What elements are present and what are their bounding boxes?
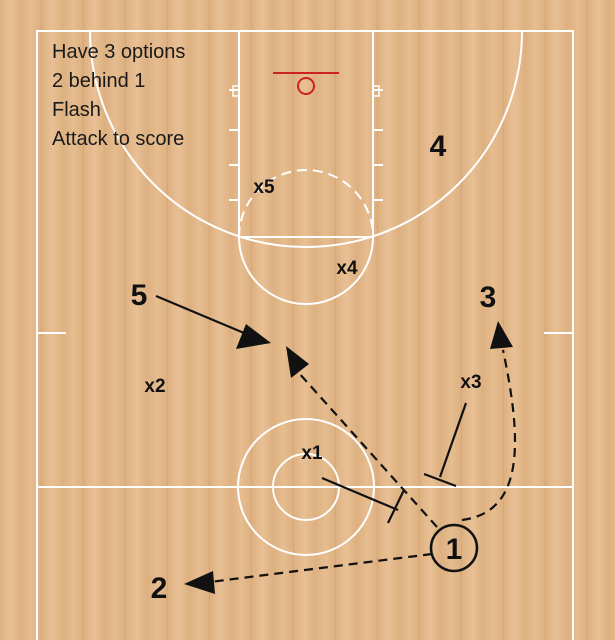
free-throw-circle-bottom — [238, 169, 374, 238]
flash-path-3 — [461, 349, 517, 522]
free-throw-circle-top — [238, 236, 374, 305]
basket-rim-icon — [273, 72, 339, 95]
dribble-path-1 — [297, 371, 438, 528]
rim — [297, 77, 315, 95]
coaching-notes: Have 3 options 2 behind 1 Flash Attack t… — [52, 41, 185, 150]
offense-player-5: 5 — [131, 279, 148, 312]
screen-bar-icon — [321, 476, 405, 524]
paint-lane — [238, 30, 374, 238]
pass-path-to-2 — [209, 552, 433, 584]
offense-player-2: 2 — [151, 572, 168, 605]
arrow-head-icon — [236, 324, 271, 349]
arrow-head-icon — [286, 346, 309, 378]
note-line-1: Have 3 options — [52, 41, 185, 63]
three-point-line — [89, 30, 523, 248]
defender-x3: x3 — [460, 372, 481, 393]
defender-x4: x4 — [336, 258, 358, 279]
arrow-head-icon — [184, 571, 215, 594]
offense-player-3: 3 — [480, 281, 497, 314]
defender-x2: x2 — [144, 376, 165, 397]
note-line-4: Attack to score — [52, 128, 184, 150]
court-lines — [36, 30, 574, 640]
offense-player-4: 4 — [430, 130, 447, 163]
center-circle-outer — [237, 418, 375, 556]
offense-player-1: 1 — [446, 533, 463, 566]
note-line-3: Flash — [52, 99, 101, 121]
screen-bar-icon — [423, 402, 468, 488]
note-line-2: 2 behind 1 — [52, 70, 145, 92]
defender-x1: x1 — [301, 443, 323, 464]
cut-path-5 — [155, 294, 245, 335]
arrow-head-icon — [490, 321, 513, 349]
center-circle-inner — [272, 453, 340, 521]
defender-x5: x5 — [253, 177, 275, 198]
ball-handler-circle — [429, 523, 479, 573]
